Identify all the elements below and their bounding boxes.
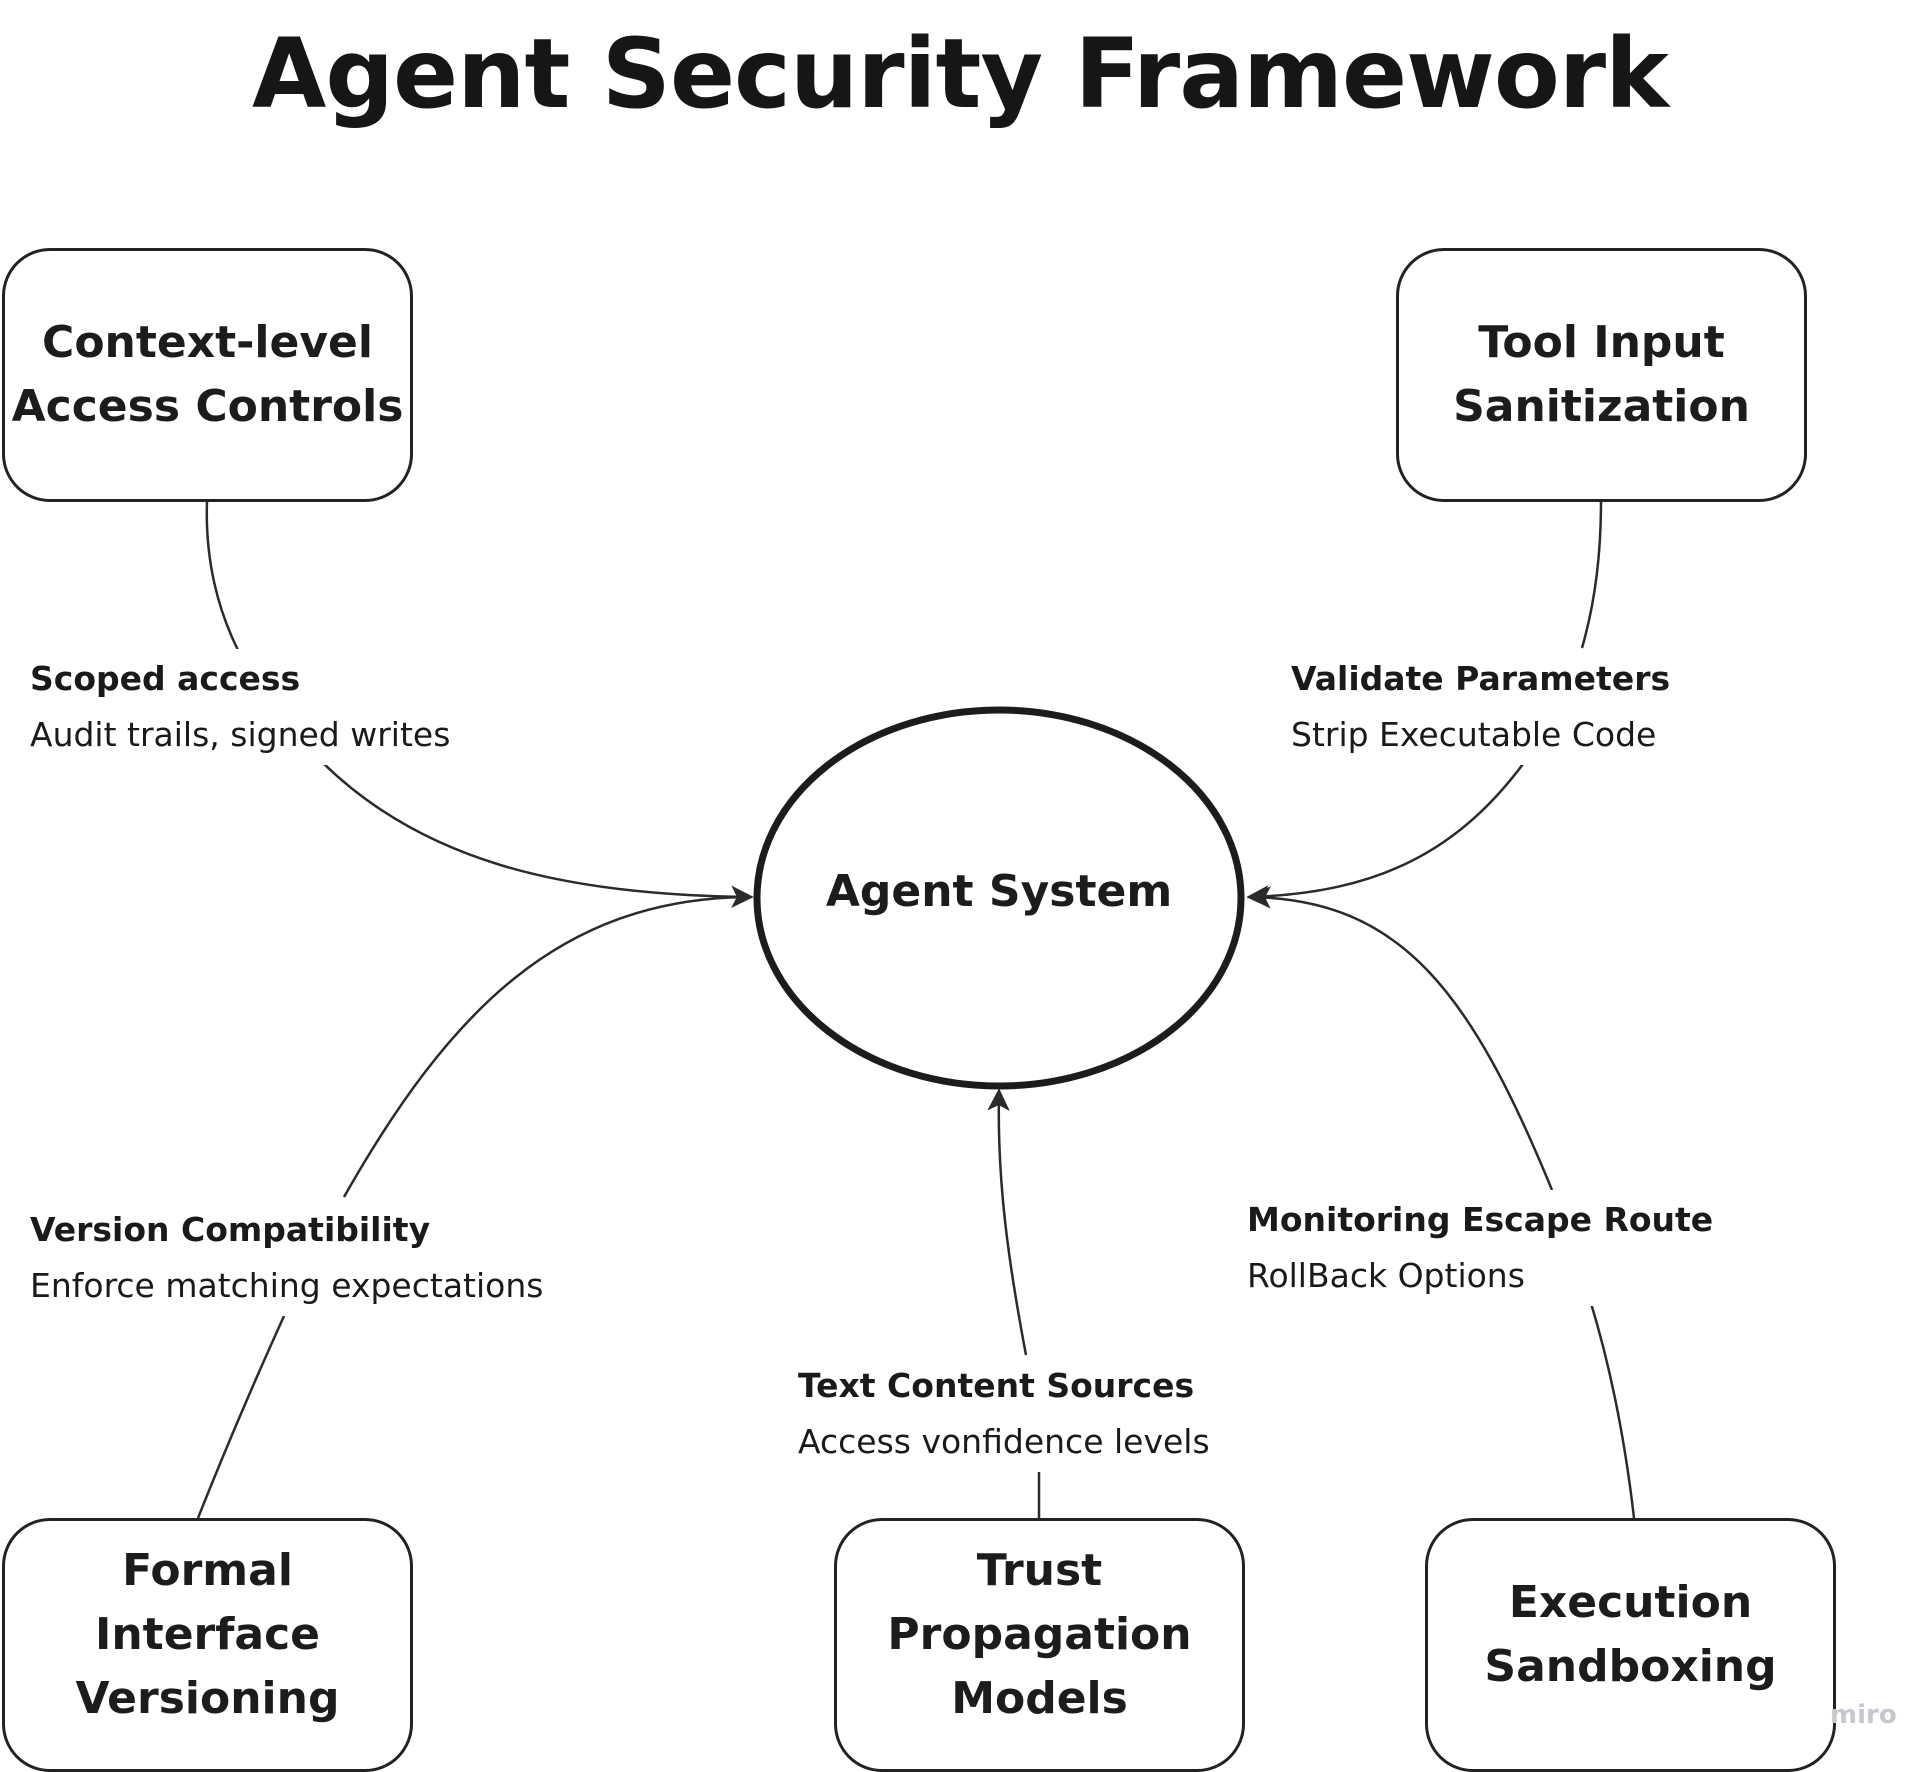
miro-watermark: miro xyxy=(1830,1700,1897,1730)
connector-tool-arrow xyxy=(1246,759,1528,908)
edge-heading: Text Content Sources xyxy=(798,1366,1195,1405)
connector-tool-upper xyxy=(1580,501,1603,649)
edge-label-monitoring-escape-route: Monitoring Escape Route RollBack Options xyxy=(1243,1190,1718,1306)
agent-system-node[interactable] xyxy=(753,706,1245,1090)
node-label-line: Sandboxing xyxy=(1484,1641,1777,1692)
edge-detail: Enforce matching expectations xyxy=(30,1266,544,1305)
node-label-line: Propagation xyxy=(887,1609,1192,1660)
node-label-line: Tool Input xyxy=(1478,317,1725,368)
node-label-line: Execution xyxy=(1508,1577,1753,1628)
node-label-line: Context-level xyxy=(42,317,373,368)
node-trust-propagation-models[interactable]: Trust Propagation Models xyxy=(834,1518,1245,1772)
diagram-title: Agent Security Framework xyxy=(252,18,1669,130)
edge-heading: Version Compatibility xyxy=(30,1210,431,1249)
connector-execution-lower xyxy=(1588,1299,1636,1519)
edge-detail: RollBack Options xyxy=(1247,1256,1525,1295)
edge-heading: Validate Parameters xyxy=(1291,659,1671,698)
edge-detail: Strip Executable Code xyxy=(1291,715,1657,754)
connector-execution-upper xyxy=(1248,886,1554,1191)
connector-formal-upper xyxy=(342,895,746,1198)
edge-detail: Audit trails, signed writes xyxy=(30,715,451,754)
edge-label-version-compatibility: Version Compatibility Enforce matching e… xyxy=(26,1200,548,1316)
node-execution-sandboxing[interactable]: Execution Sandboxing xyxy=(1425,1518,1836,1772)
connector-formal-lower xyxy=(196,1315,286,1519)
edge-heading: Scoped access xyxy=(30,659,301,698)
edge-heading: Monitoring Escape Route xyxy=(1247,1200,1714,1239)
agent-system-label: Agent System xyxy=(825,866,1173,917)
connector-trust-arrow xyxy=(987,1088,1028,1356)
node-label-line: Trust xyxy=(976,1545,1103,1596)
connector-context-upper xyxy=(205,501,240,651)
edge-label-validate-parameters: Validate Parameters Strip Executable Cod… xyxy=(1287,649,1675,765)
node-label-line: Interface xyxy=(94,1609,320,1660)
node-tool-input-sanitization[interactable]: Tool Input Sanitization xyxy=(1396,248,1807,502)
node-label-line: Access Controls xyxy=(11,381,404,432)
node-label-line: Versioning xyxy=(75,1673,340,1724)
node-formal-interface-versioning[interactable]: Formal Interface Versioning xyxy=(2,1518,413,1772)
connector-context-arrow xyxy=(319,759,754,909)
node-label-line: Models xyxy=(951,1673,1128,1724)
edge-label-text-content-sources: Text Content Sources Access vonfidence l… xyxy=(794,1356,1214,1472)
node-label-line: Formal xyxy=(122,1545,293,1596)
edge-detail: Access vonfidence levels xyxy=(798,1422,1210,1461)
node-context-access-controls[interactable]: Context-level Access Controls xyxy=(2,248,413,502)
node-label-line: Sanitization xyxy=(1453,381,1750,432)
edge-label-scoped-access: Scoped access Audit trails, signed write… xyxy=(26,649,455,765)
